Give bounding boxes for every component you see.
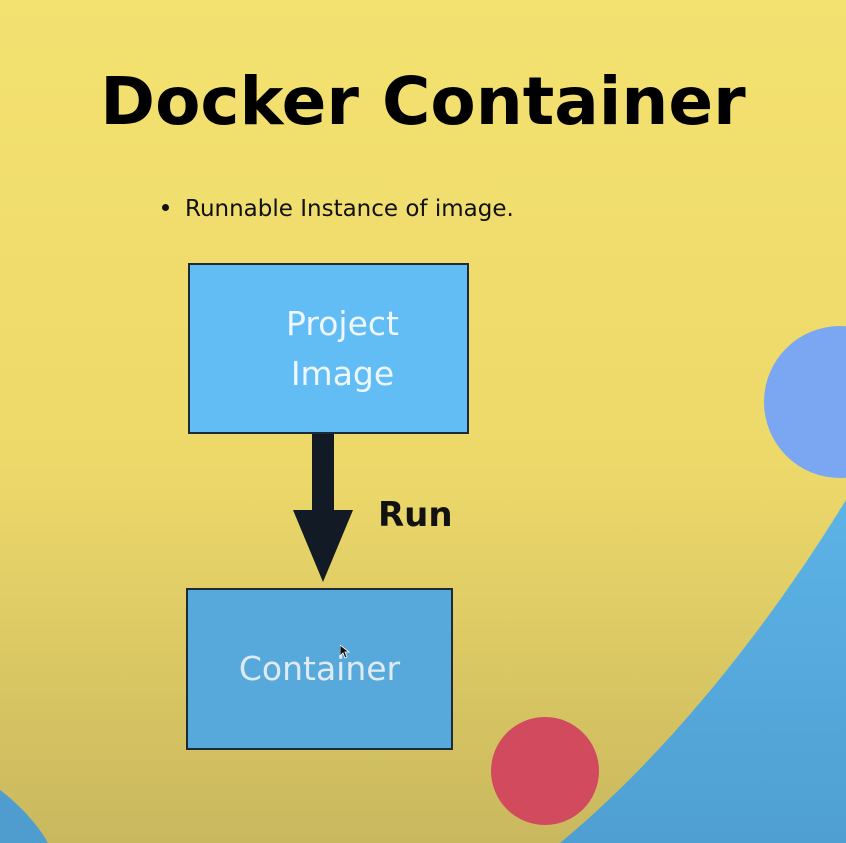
bullet-text: Runnable Instance of image.	[185, 196, 514, 222]
project-image-label: Project Image	[258, 299, 399, 399]
run-arrow-shaft	[312, 434, 334, 512]
mouse-cursor-icon	[340, 645, 350, 659]
blue-wave-shape	[560, 500, 846, 843]
run-arrow	[293, 434, 353, 582]
container-label: Container	[238, 649, 401, 688]
project-image-label-line1: Project	[286, 303, 399, 343]
project-image-label-line2: Image	[290, 353, 395, 393]
periwinkle-circle	[764, 326, 846, 478]
container-box: Container	[186, 588, 453, 750]
blue-corner-shape	[0, 790, 48, 843]
bullet-item: Runnable Instance of image.	[162, 192, 514, 226]
run-arrow-head	[293, 510, 353, 582]
run-label: Run	[378, 495, 453, 535]
project-image-box: Project Image	[188, 263, 469, 434]
bullet-dot-icon	[162, 204, 169, 211]
red-circle	[491, 717, 599, 825]
slide-title: Docker Container	[100, 63, 746, 140]
